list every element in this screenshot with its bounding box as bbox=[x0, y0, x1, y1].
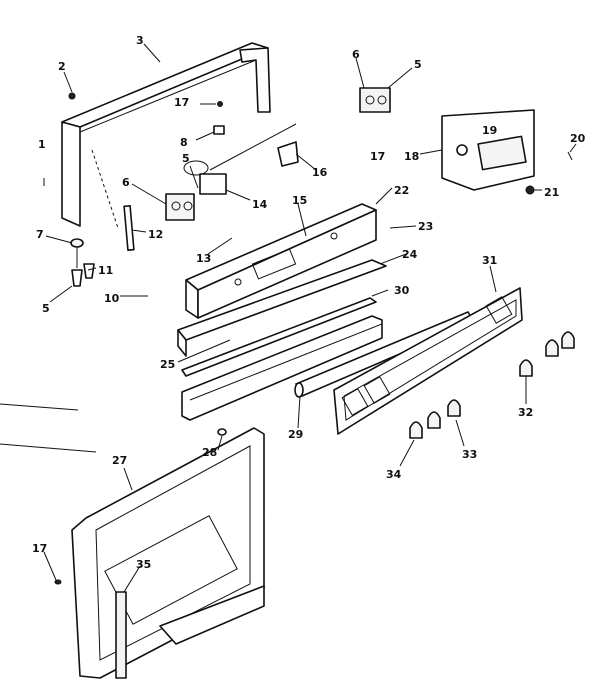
switch-block-right bbox=[359, 87, 391, 113]
callout-5a: 5 bbox=[182, 152, 190, 165]
callout-18: 18 bbox=[404, 150, 419, 163]
callout-2: 2 bbox=[58, 60, 66, 73]
callout-21: 21 bbox=[544, 186, 559, 199]
callout-32: 32 bbox=[518, 406, 533, 419]
small-screw-parts bbox=[213, 101, 225, 135]
callout-19: 19 bbox=[482, 124, 497, 137]
callout-33: 33 bbox=[462, 448, 477, 461]
callout-15: 15 bbox=[292, 194, 307, 207]
callout-5b: 5 bbox=[414, 58, 422, 71]
callout-16: 16 bbox=[312, 166, 328, 179]
screw-part bbox=[217, 428, 227, 436]
rear-panel-part bbox=[71, 427, 265, 679]
callout-6b: 6 bbox=[352, 48, 360, 61]
callout-17b: 17 bbox=[370, 150, 385, 163]
callout-17a: 17 bbox=[174, 96, 189, 109]
callout-31: 31 bbox=[482, 254, 497, 267]
callout-labels: 1 2 3 5 5 5 6 6 7 8 9 10 11 12 13 14 15 … bbox=[32, 34, 586, 571]
callout-27: 27 bbox=[112, 454, 127, 467]
callout-35: 35 bbox=[136, 558, 151, 571]
callout-7: 7 bbox=[36, 228, 44, 241]
switch-block-left bbox=[165, 193, 195, 221]
callout-24: 24 bbox=[402, 248, 418, 261]
callout-3: 3 bbox=[136, 34, 144, 47]
callout-5c: 5 bbox=[42, 302, 50, 315]
callout-13: 13 bbox=[196, 252, 211, 265]
callout-17c: 17 bbox=[32, 542, 47, 555]
callout-20: 20 bbox=[570, 132, 586, 145]
faceplate-part bbox=[333, 287, 523, 435]
callout-8: 8 bbox=[180, 136, 188, 149]
control-bracket-part bbox=[185, 203, 377, 319]
callout-34: 34 bbox=[386, 468, 402, 481]
callout-10: 10 bbox=[104, 292, 120, 305]
edge-lines bbox=[0, 403, 97, 453]
trim-strip-part bbox=[181, 297, 377, 377]
callout-14: 14 bbox=[252, 198, 268, 211]
callout-25: 25 bbox=[160, 358, 175, 371]
callout-29: 29 bbox=[288, 428, 303, 441]
left-small-parts bbox=[70, 238, 95, 287]
leader-lines bbox=[43, 43, 577, 593]
lower-panel-part bbox=[181, 315, 383, 421]
callout-22: 22 bbox=[394, 184, 409, 197]
latch-bar-part bbox=[115, 591, 127, 679]
callout-1: 1 bbox=[38, 138, 46, 151]
clock-assembly-part bbox=[441, 109, 573, 195]
backguard-top-part bbox=[61, 42, 271, 229]
callout-30: 30 bbox=[394, 284, 410, 297]
long-panel-part bbox=[177, 259, 387, 357]
callout-28: 28 bbox=[202, 446, 217, 459]
callout-11: 11 bbox=[98, 264, 113, 277]
lamp-holder-part bbox=[183, 123, 297, 195]
callout-6a: 6 bbox=[122, 176, 130, 189]
rod-part bbox=[123, 205, 135, 251]
clip-part bbox=[277, 141, 299, 167]
callout-12: 12 bbox=[148, 228, 163, 241]
end-cap-part bbox=[43, 92, 76, 186]
bottom-screw-part bbox=[54, 579, 62, 585]
callout-23: 23 bbox=[418, 220, 433, 233]
knob-group bbox=[409, 331, 575, 439]
